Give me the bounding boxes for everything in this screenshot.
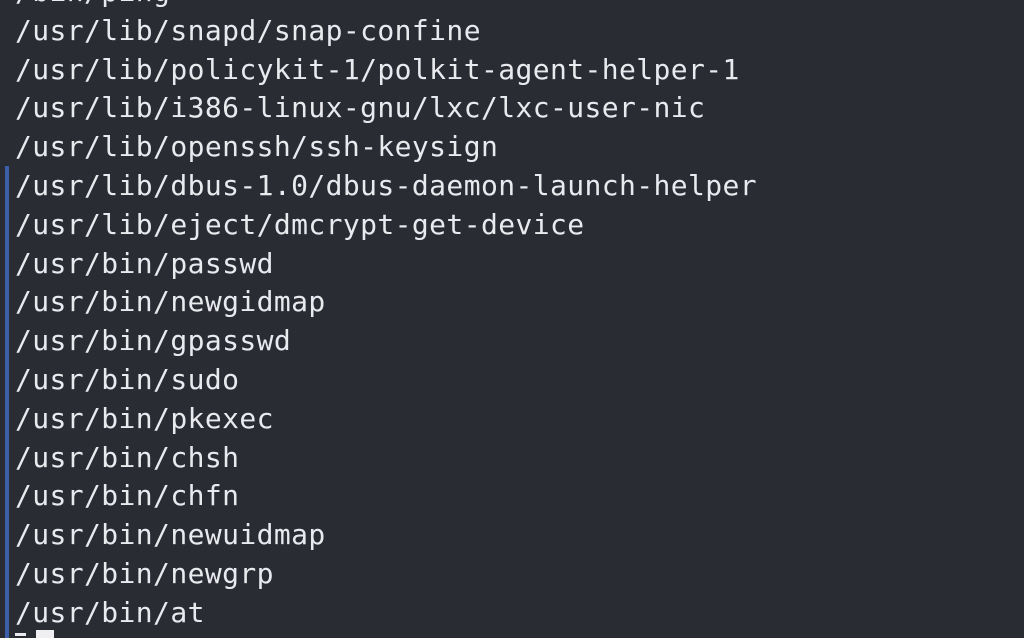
selection-marker-bar [5,166,9,638]
prompt-line[interactable] [15,630,54,638]
output-line: /usr/lib/dbus-1.0/dbus-daemon-launch-hel… [15,168,758,202]
output-line: /usr/bin/chfn [15,479,240,513]
output-line: /usr/lib/eject/dmcrypt-get-device [15,207,585,241]
output-line: /usr/bin/passwd [15,246,274,280]
text-cursor [36,630,54,638]
output-line: /usr/bin/newgidmap [15,285,326,319]
output-line: /usr/lib/policykit-1/polkit-agent-helper… [15,52,740,86]
output-line: /usr/bin/chsh [15,440,240,474]
output-line: /usr/lib/snapd/snap-confine [15,13,481,47]
output-line: /usr/bin/newuidmap [15,518,326,552]
terminal-output: /bin/ping /usr/lib/snapd/snap-confine /u… [15,0,757,633]
output-line: /usr/lib/i386-linux-gnu/lxc/lxc-user-nic [15,91,706,125]
output-line: /bin/ping [15,0,757,12]
prompt-symbol [15,633,26,636]
output-line: /usr/bin/sudo [15,362,240,396]
output-line: /usr/lib/openssh/ssh-keysign [15,130,499,164]
output-line: /usr/bin/gpasswd [15,324,292,358]
output-line: /usr/bin/pkexec [15,401,274,435]
output-line: /usr/bin/newgrp [15,556,274,590]
output-line: /usr/bin/at [15,595,205,629]
